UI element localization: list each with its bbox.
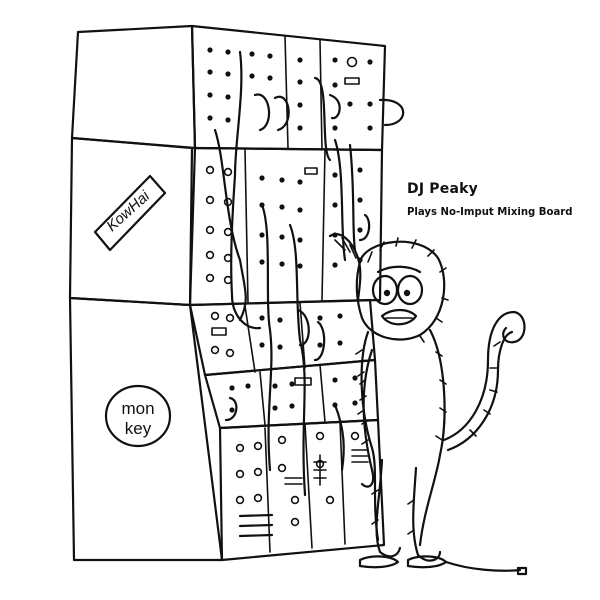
row-4-controls: [229, 375, 358, 413]
monkey-icon: [328, 233, 528, 576]
module-row-5: [218, 418, 386, 562]
album-subtitle: Plays No-Imput Mixing Board: [407, 205, 573, 218]
round-label-line-2: key: [125, 419, 152, 438]
round-label-line-1: mon: [121, 399, 154, 418]
module-row-3: [188, 298, 377, 377]
artist-name: DJ Peaky: [407, 181, 478, 197]
modular-synth-icon: [68, 24, 405, 562]
row-3-controls: [210, 311, 343, 358]
patch-cables: [213, 50, 405, 497]
row-5-controls: [235, 431, 369, 538]
cabinet-mid-left-panel: [68, 136, 194, 307]
cabinet-top-left-panel: [70, 24, 197, 150]
module-row-2: [188, 146, 384, 307]
title-block: DJ Peaky Plays No-Imput Mixing Board: [407, 180, 592, 220]
jack-rings-row-2: [205, 165, 233, 285]
jack-dots-row-1: [207, 47, 373, 131]
module-row-1: [190, 24, 387, 152]
kowhai-label-tag: KowHai: [93, 174, 167, 252]
monkey-round-label: mon key: [104, 384, 172, 448]
